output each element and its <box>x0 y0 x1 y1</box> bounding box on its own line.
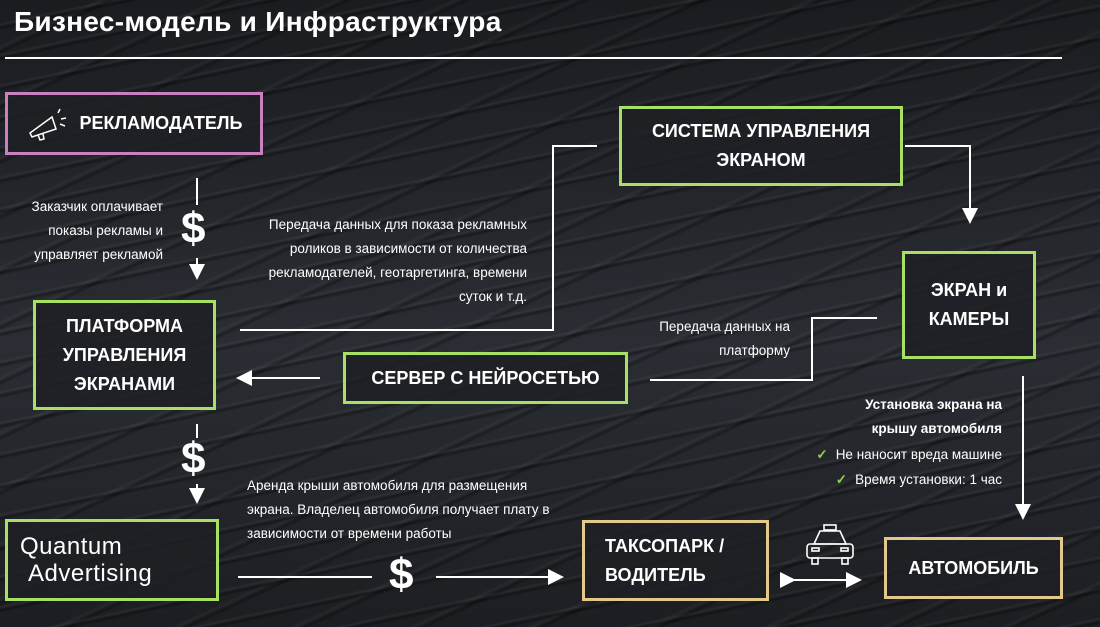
check-text: Не наносит вреда машине <box>835 447 1002 462</box>
screen-system-box: СИСТЕМА УПРАВЛЕНИЯ ЭКРАНОМ <box>619 106 903 186</box>
line-platform-system <box>240 145 597 331</box>
dollar-icon: $ <box>389 550 414 599</box>
check-text: Время установки: 1 час <box>855 472 1002 487</box>
title-divider <box>5 57 1062 59</box>
taxi-box: ТАКСОПАРК / ВОДИТЕЛЬ <box>582 520 769 601</box>
install-title: Установка экрана на крышу автомобиля <box>865 397 1002 436</box>
check-icon: ✓ <box>835 472 848 487</box>
check-item-2: ✓ Время установки: 1 час <box>760 468 1002 492</box>
check-icon: ✓ <box>816 447 828 462</box>
advertiser-box: РЕКЛАМОДАТЕЛЬ <box>5 92 263 155</box>
check-item-1: ✓ Не наносит вреда машине <box>760 443 1002 467</box>
page-title: Бизнес-модель и Инфраструктура <box>14 6 502 37</box>
taxi-label: ТАКСОПАРК / ВОДИТЕЛЬ <box>605 535 725 585</box>
screen-cameras-box: ЭКРАН и КАМЕРЫ <box>902 251 1036 359</box>
dollar-icon: $ <box>181 204 206 253</box>
taxi-icon <box>806 524 854 565</box>
logo-line-1: Quantum <box>20 533 123 560</box>
logo-line-2: Advertising <box>28 560 153 587</box>
megaphone-icon <box>28 108 66 141</box>
dollar-icon: $ <box>181 434 206 483</box>
to-platform-note: Передача данных на платформу <box>659 319 790 358</box>
server-box: СЕРВЕР С НЕЙРОСЕТЬЮ <box>343 352 628 404</box>
server-label: СЕРВЕР С НЕЙРОСЕТЬЮ <box>371 367 600 388</box>
arrow-system-screen <box>905 145 978 224</box>
car-box: АВТОМОБИЛЬ <box>884 537 1063 599</box>
platform-box: ПЛАТФОРМА УПРАВЛЕНИЯ ЭКРАНАМИ <box>33 300 216 410</box>
payment-note: Заказчик оплачивает показы рекламы и упр… <box>31 199 163 262</box>
screen-cameras-label: ЭКРАН и КАМЕРЫ <box>928 280 1010 329</box>
advertiser-label: РЕКЛАМОДАТЕЛЬ <box>79 113 243 133</box>
car-label: АВТОМОБИЛЬ <box>908 557 1039 578</box>
rent-note: Аренда крыши автомобиля для размещения э… <box>247 478 550 541</box>
platform-label: ПЛАТФОРМА УПРАВЛЕНИЯ ЭКРАНАМИ <box>62 315 187 394</box>
data-transfer-note: Передача данных для показа рекламных рол… <box>268 217 527 304</box>
quantum-logo-box: Quantum Advertising <box>5 519 219 601</box>
screen-system-label: СИСТЕМА УПРАВЛЕНИЯ ЭКРАНОМ <box>651 121 871 170</box>
line-screen-server <box>650 317 877 381</box>
